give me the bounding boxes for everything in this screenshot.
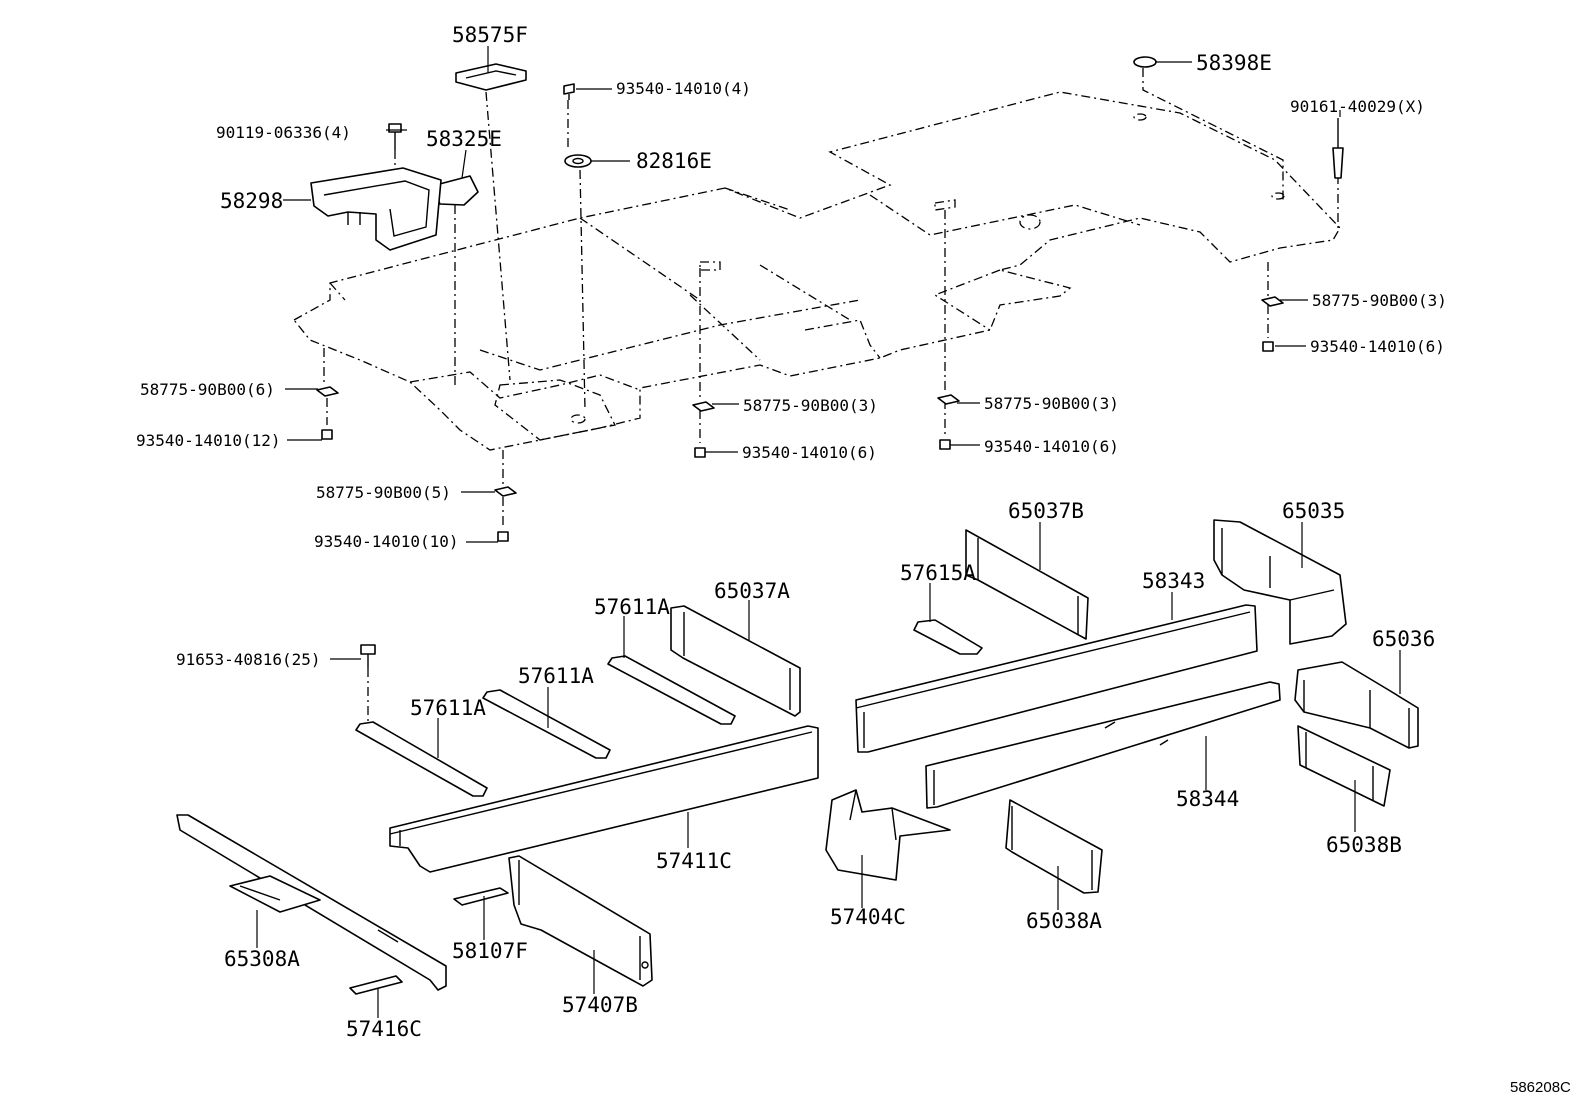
part-65035 — [1213, 519, 1347, 645]
part-58344 — [925, 681, 1281, 809]
label-93540-14010-4: 93540-14010(4) — [616, 79, 751, 98]
label-65035: 65035 — [1282, 499, 1345, 523]
label-57615A: 57615A — [900, 561, 976, 585]
floor-mat — [293, 91, 1341, 451]
clips-58775 — [316, 296, 1284, 497]
part-65038A — [1005, 799, 1103, 894]
label-57611A-top: 57611A — [594, 595, 670, 619]
part-57404C — [825, 789, 951, 881]
part-57611A-top — [607, 655, 736, 725]
label-58775-90B00-3-b: 58775-90B00(3) — [984, 394, 1119, 413]
leader-lines — [256, 46, 1401, 1018]
part-57407B — [508, 855, 653, 987]
label-93540-14010-6-right: 93540-14010(6) — [1310, 337, 1445, 356]
part-57615A — [913, 619, 983, 655]
bolt-91653-40816 — [360, 644, 376, 668]
label-90119-06336: 90119-06336(4) — [216, 123, 351, 142]
label-57611A-mid: 57611A — [518, 664, 594, 688]
label-93540-14010-6-b: 93540-14010(6) — [984, 437, 1119, 456]
bolts-93540 — [321, 341, 1274, 542]
part-57611A-mid — [482, 689, 611, 759]
label-58398E: 58398E — [1196, 51, 1272, 75]
part-58575F — [455, 63, 527, 91]
label-65037A: 65037A — [714, 579, 790, 603]
part-57416C — [349, 975, 403, 995]
part-58107F — [453, 887, 509, 906]
label-82816E: 82816E — [636, 149, 712, 173]
label-93540-14010-12: 93540-14010(12) — [136, 431, 281, 450]
part-65038B — [1297, 725, 1391, 807]
label-91653-40816: 91653-40816(25) — [176, 650, 321, 669]
label-57407B: 57407B — [562, 993, 638, 1017]
label-58575F: 58575F — [452, 23, 528, 47]
plug-58398E — [1133, 56, 1157, 68]
bolt-90161-40029 — [1332, 118, 1344, 179]
label-90161-40029: 90161-40029(X) — [1290, 97, 1425, 116]
label-58107F: 58107F — [452, 939, 528, 963]
label-65038A: 65038A — [1026, 909, 1102, 933]
part-65037A — [670, 605, 801, 717]
label-58775-90B00-5: 58775-90B00(5) — [316, 483, 451, 502]
label-58775-90B00-3-right: 58775-90B00(3) — [1312, 291, 1447, 310]
part-58298-tray — [310, 167, 442, 251]
part-82816E — [564, 154, 592, 168]
part-65036 — [1294, 661, 1419, 749]
label-65038B: 65038B — [1326, 833, 1402, 857]
label-57411C: 57411C — [656, 849, 732, 873]
label-57416C: 57416C — [346, 1017, 422, 1041]
label-65308A: 65308A — [224, 947, 300, 971]
bolt-90119-06336 — [388, 123, 402, 150]
label-58298: 58298 — [220, 189, 283, 213]
part-58343 — [855, 604, 1258, 753]
label-58775-90B00-6: 58775-90B00(6) — [140, 380, 275, 399]
diagram-code: 586208C — [1510, 1079, 1571, 1096]
part-65308A — [176, 814, 447, 991]
label-65036: 65036 — [1372, 627, 1435, 651]
label-58775-90B00-3-a: 58775-90B00(3) — [743, 396, 878, 415]
label-58344: 58344 — [1176, 787, 1239, 811]
part-57611A-low — [355, 721, 488, 797]
label-65037B: 65037B — [1008, 499, 1084, 523]
bolt-93540-14010-top — [563, 83, 575, 100]
label-58343: 58343 — [1142, 569, 1205, 593]
part-65037B — [965, 529, 1089, 640]
assembly-leader-lines — [323, 68, 1339, 722]
label-57611A-low: 57611A — [410, 696, 486, 720]
label-58325E: 58325E — [426, 127, 502, 151]
label-57404C: 57404C — [830, 905, 906, 929]
label-93540-14010-10: 93540-14010(10) — [314, 532, 459, 551]
part-labels: 58575F 93540-14010(4) 58398E 90161-40029… — [136, 23, 1447, 1041]
part-57411C — [389, 725, 819, 873]
label-93540-14010-6-a: 93540-14010(6) — [742, 443, 877, 462]
